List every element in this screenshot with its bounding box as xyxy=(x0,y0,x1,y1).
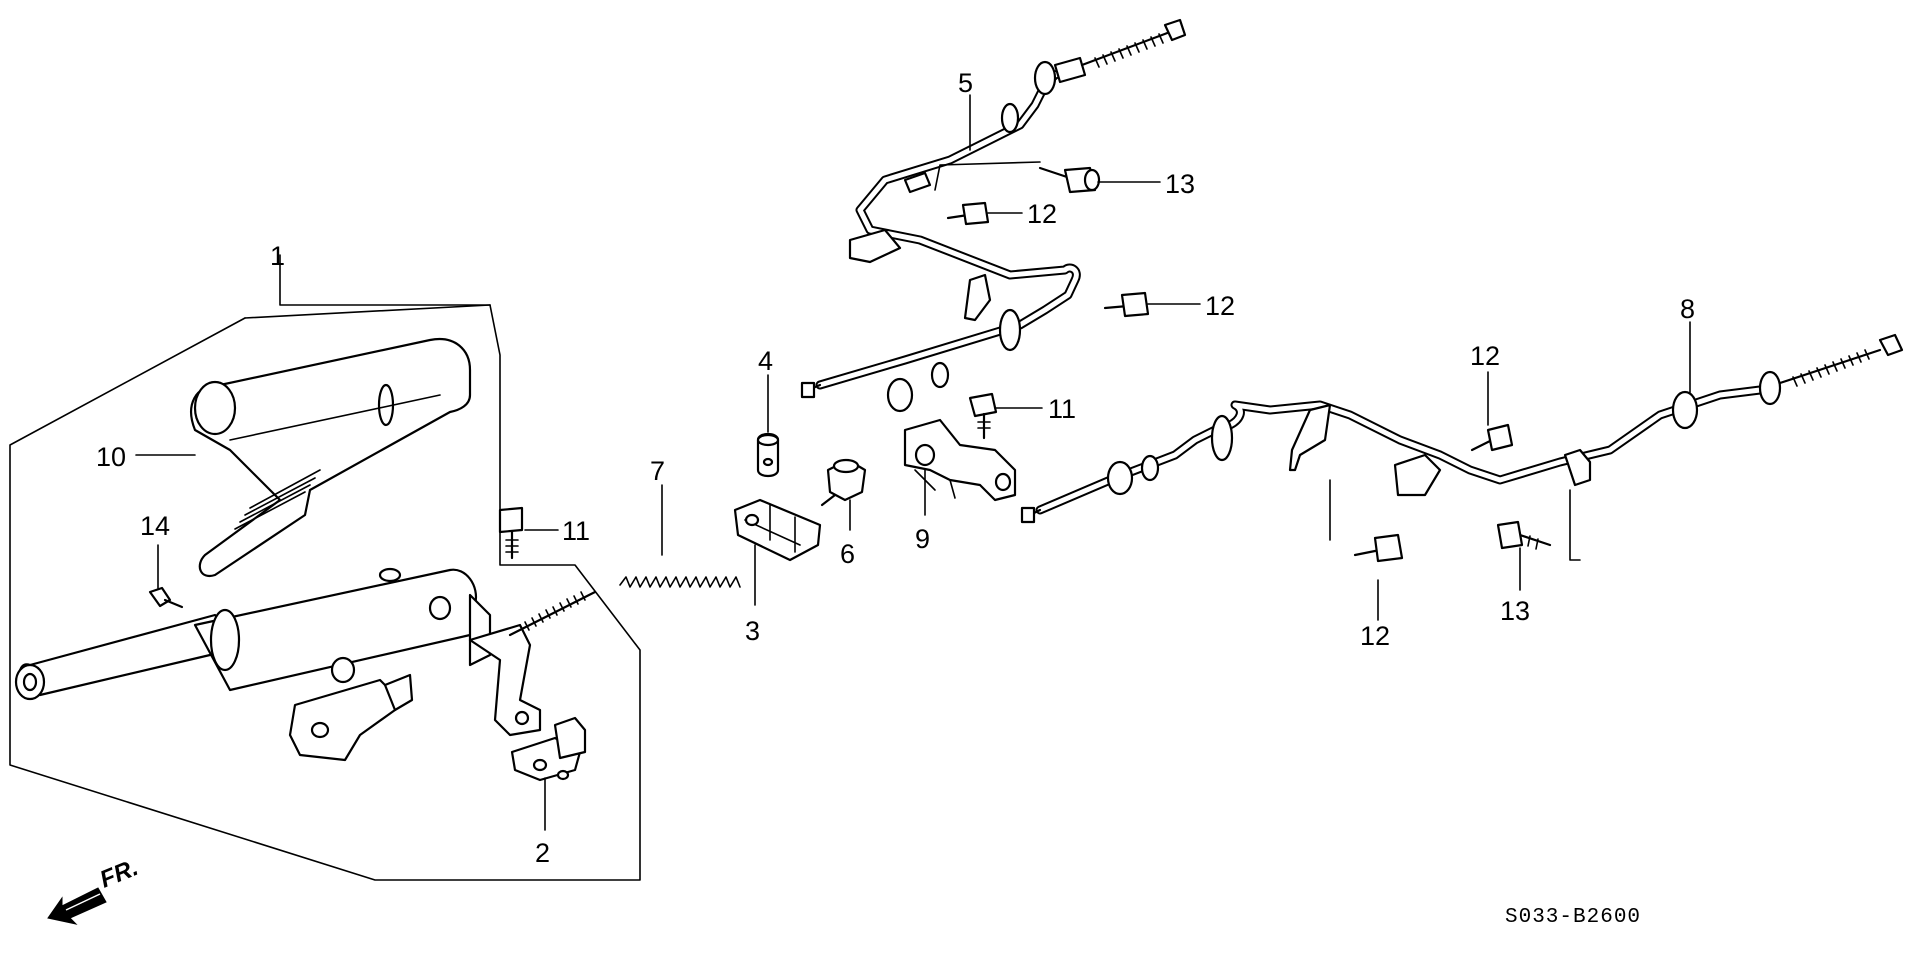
callout-14: 14 xyxy=(140,511,170,541)
bolt-12-a xyxy=(946,201,990,226)
callout-11-upper: 11 xyxy=(1048,394,1076,424)
callout-9: 9 xyxy=(915,524,930,554)
spring xyxy=(619,576,741,588)
pin xyxy=(756,432,780,478)
front-arrow-icon xyxy=(47,887,107,925)
callout-12-c: 12 xyxy=(1470,341,1500,371)
cable-5 xyxy=(800,18,1187,413)
callout-numbers: 1 2 3 4 5 6 7 8 9 10 11 11 12 12 12 12 1… xyxy=(96,68,1695,868)
callout-4: 4 xyxy=(758,346,773,376)
callout-13-upper: 13 xyxy=(1165,169,1195,199)
callout-2: 2 xyxy=(535,838,550,868)
callout-12-a: 12 xyxy=(1027,199,1057,229)
callout-10: 10 xyxy=(96,442,126,472)
parking-brake-lever xyxy=(14,567,597,762)
callout-1: 1 xyxy=(270,241,285,271)
bolt-14 xyxy=(148,586,184,609)
bolt-12-c xyxy=(1470,423,1514,452)
callout-8: 8 xyxy=(1680,294,1695,324)
equalizer xyxy=(733,498,822,562)
callout-11-lower: 11 xyxy=(562,516,590,546)
cap xyxy=(820,458,867,507)
callout-6: 6 xyxy=(840,539,855,569)
diagram-code: S033-B2600 xyxy=(1505,906,1641,929)
bolt-13-upper xyxy=(1038,166,1101,194)
bolt-11-lower xyxy=(498,506,524,560)
bolt-12-d xyxy=(1353,533,1404,563)
callout-12-b: 12 xyxy=(1205,291,1235,321)
lever-cover xyxy=(190,337,472,578)
callout-12-d: 12 xyxy=(1360,621,1390,651)
leader-lines xyxy=(135,94,1691,831)
bolt-13-lower xyxy=(1496,520,1552,550)
cable-8 xyxy=(1020,333,1904,524)
callout-13-lower: 13 xyxy=(1500,596,1530,626)
brake-switch xyxy=(510,716,587,782)
front-indicator: FR. xyxy=(47,854,142,925)
assembly-boundary xyxy=(9,254,641,881)
bolt-12-b xyxy=(1103,291,1150,318)
bolt-11-upper xyxy=(968,392,998,440)
callout-5: 5 xyxy=(958,68,973,98)
front-label: FR. xyxy=(96,854,142,894)
cable-bracket xyxy=(903,418,1017,502)
callout-3: 3 xyxy=(745,616,760,646)
callout-7: 7 xyxy=(650,456,665,486)
